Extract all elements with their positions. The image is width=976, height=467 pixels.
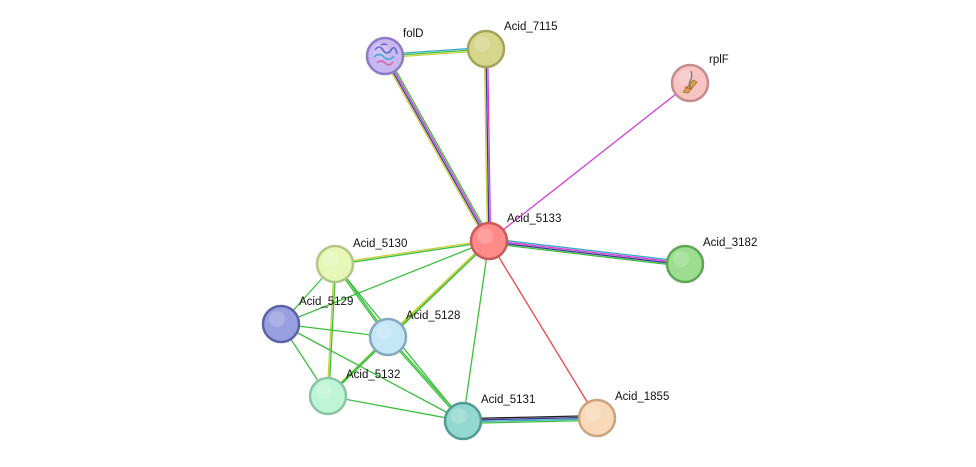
edge-strand-black <box>462 414 597 420</box>
edge-strand-magenta <box>486 48 492 241</box>
edge-strand-yellow <box>483 49 489 242</box>
edge-Acid_5129-Acid_5131[interactable] <box>280 323 464 422</box>
node-label: Acid_5130 <box>353 238 407 250</box>
edge-strand-red <box>488 240 598 419</box>
node-circle[interactable] <box>261 304 301 344</box>
node-label: Acid_5132 <box>346 369 400 381</box>
node-highlight <box>316 383 332 399</box>
node-Acid_7115[interactable]: Acid_7115 <box>466 21 558 69</box>
edge-strand-magenta <box>385 55 491 241</box>
node-label: Acid_5129 <box>299 296 353 308</box>
edge-strand-green <box>488 242 685 268</box>
edge-Acid_7115-Acid_5133[interactable] <box>483 48 492 242</box>
edge-strand-green <box>335 241 490 266</box>
edge-strand-green <box>280 240 490 325</box>
node-circle[interactable] <box>665 244 705 284</box>
node-label: Acid_5128 <box>406 310 460 322</box>
edge-strand-darkblue <box>488 241 685 266</box>
edge-strand-green <box>280 323 464 422</box>
node-circle[interactable] <box>315 244 355 284</box>
node-Acid_5133[interactable]: Acid_5133 <box>469 213 561 261</box>
edge-strand-green <box>462 240 490 422</box>
edge-Acid_5132-Acid_5131[interactable] <box>327 395 464 422</box>
protein-structure-icon <box>373 43 398 66</box>
edge-strand-magenta <box>489 239 686 264</box>
node-label: Acid_7115 <box>504 21 558 33</box>
edge-Acid_5133-Acid_5130[interactable] <box>334 239 490 266</box>
node-circle[interactable] <box>466 29 506 69</box>
edge-strand-green <box>327 395 464 422</box>
edge-Acid_5133-Acid_1855[interactable] <box>488 240 598 419</box>
node-highlight <box>673 251 689 267</box>
edges-layer <box>280 46 691 425</box>
node-rplF[interactable]: rplF <box>670 54 729 103</box>
node-circle[interactable] <box>368 317 408 357</box>
edge-folD-Acid_5133[interactable] <box>382 54 492 243</box>
node-label: Acid_3182 <box>703 237 757 249</box>
edge-strand-yellow <box>382 56 488 243</box>
edge-Acid_5131-Acid_1855[interactable] <box>462 414 598 425</box>
edge-strand-yellow <box>334 239 489 264</box>
edge-Acid_5133-Acid_3182[interactable] <box>488 237 686 268</box>
node-circle[interactable] <box>469 221 509 261</box>
node-folD[interactable]: folD <box>365 28 423 76</box>
node-highlight <box>477 228 493 244</box>
node-circle[interactable] <box>577 398 617 438</box>
node-circle[interactable] <box>308 376 348 416</box>
edge-strand-darkblue <box>485 48 490 242</box>
node-Acid_5128[interactable]: Acid_5128 <box>368 310 460 357</box>
edge-Acid_5133-Acid_5129[interactable] <box>280 240 490 325</box>
edge-strand-green <box>386 54 492 241</box>
edge-strand-magenta <box>488 82 691 242</box>
node-highlight <box>451 408 467 424</box>
node-label: Acid_5133 <box>507 213 561 225</box>
node-highlight <box>376 324 392 340</box>
edge-rplF-Acid_5133[interactable] <box>488 82 691 242</box>
edge-strand-cyan <box>463 418 598 423</box>
edge-strand-darkblue <box>383 56 489 242</box>
protein-structure-icon <box>682 70 698 94</box>
node-label: Acid_1855 <box>615 391 669 403</box>
edge-strand-green <box>463 419 598 425</box>
edge-strand-cyan <box>489 237 686 263</box>
edge-Acid_5133-Acid_5131[interactable] <box>462 240 490 422</box>
node-label: rplF <box>709 54 729 66</box>
node-label: Acid_5131 <box>481 394 535 406</box>
node-Acid_5132[interactable]: Acid_5132 <box>308 369 400 416</box>
node-highlight <box>269 311 285 327</box>
node-Acid_5129[interactable]: Acid_5129 <box>261 296 353 344</box>
node-highlight <box>585 405 601 421</box>
node-Acid_5130[interactable]: Acid_5130 <box>315 238 407 284</box>
node-circle[interactable] <box>443 401 483 441</box>
node-label: folD <box>403 28 423 40</box>
node-highlight <box>474 36 490 52</box>
edge-strand-green <box>328 241 491 398</box>
edge-strand-darkblue <box>462 416 597 421</box>
node-Acid_1855[interactable]: Acid_1855 <box>577 391 669 438</box>
node-highlight <box>323 251 339 267</box>
node-Acid_5131[interactable]: Acid_5131 <box>443 394 535 441</box>
node-Acid_3182[interactable]: Acid_3182 <box>665 237 757 284</box>
